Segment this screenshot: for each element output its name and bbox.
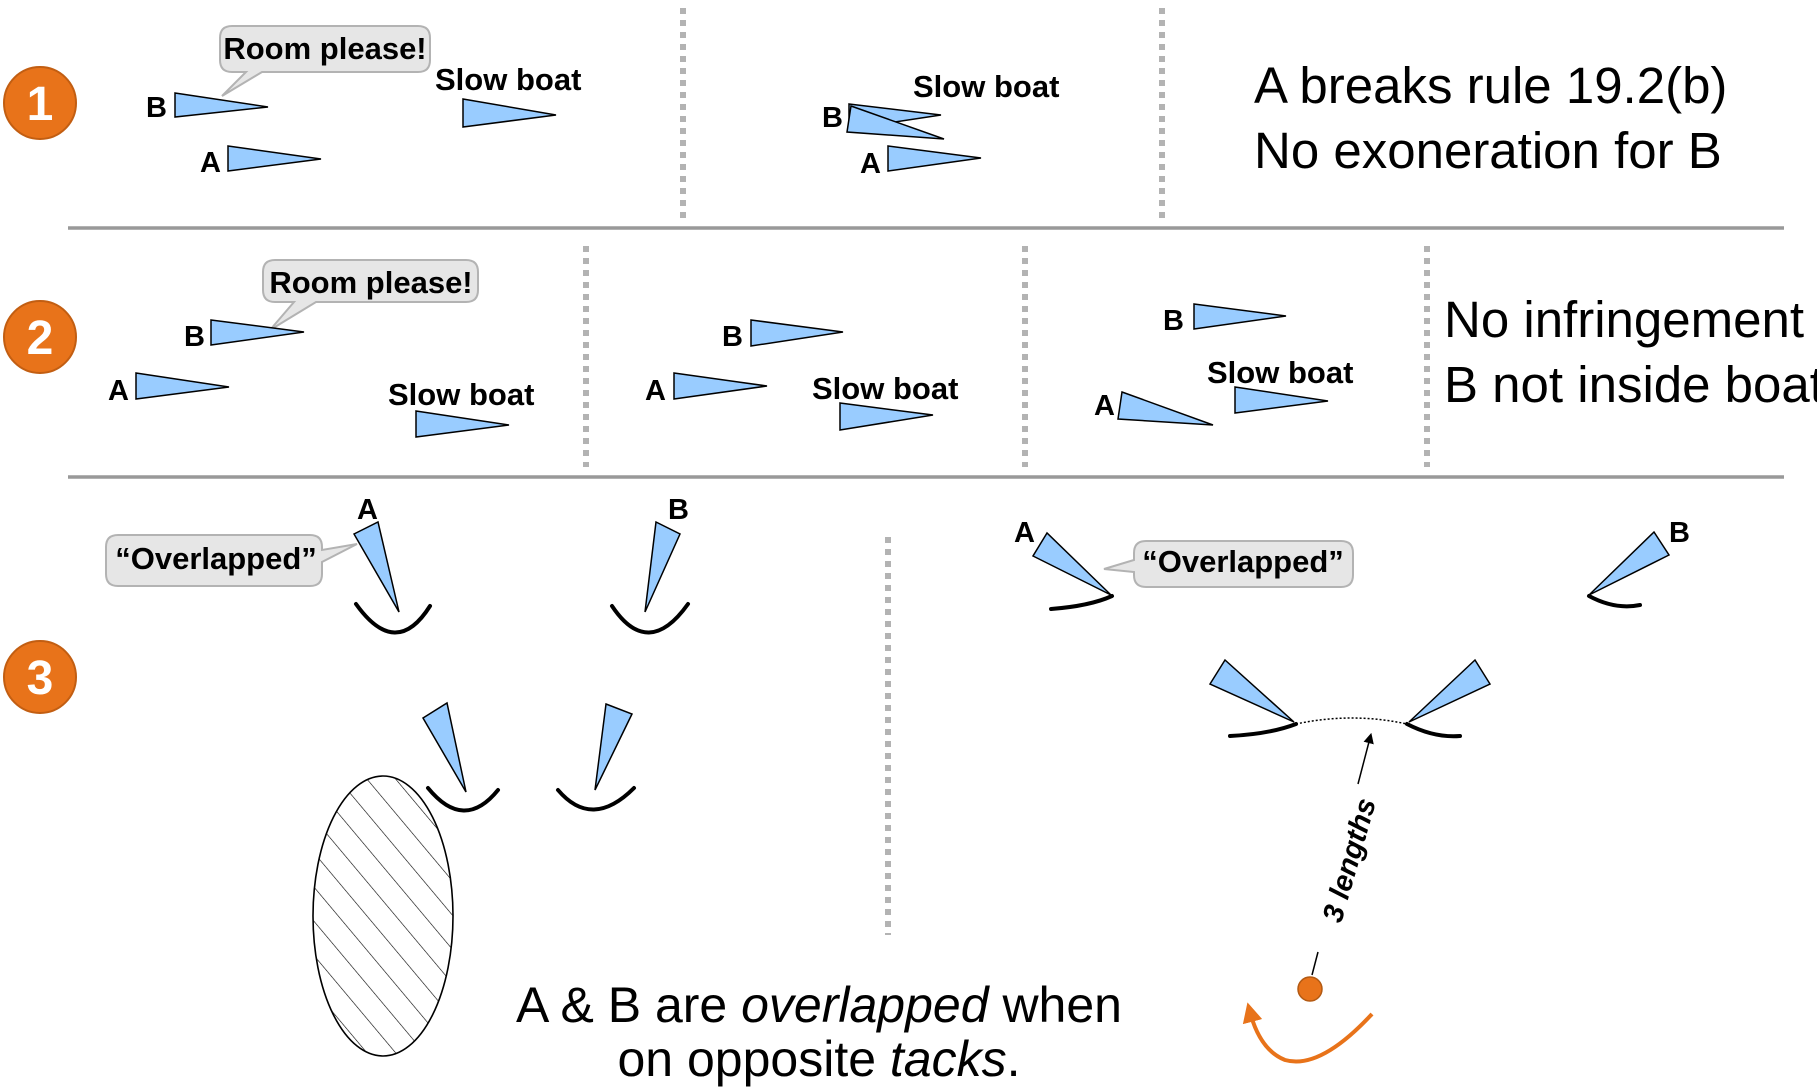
boat-a (1208, 658, 1295, 723)
distance-arrow (1357, 732, 1374, 785)
row2-verdict-line1: No infringement - (1444, 291, 1817, 348)
label-b: B (1163, 305, 1184, 337)
mark (1297, 976, 1323, 1002)
tack-arc (1295, 717, 1408, 725)
boat-a (1031, 531, 1112, 596)
boat-b (174, 92, 269, 118)
boat-b-wake (1405, 722, 1462, 739)
boat-a (135, 372, 230, 400)
slow-boat (462, 98, 557, 128)
row1-bubble: Room please! (219, 25, 431, 97)
boat-b (1408, 658, 1492, 723)
boat-b (594, 702, 634, 791)
distance-leader (1311, 951, 1319, 976)
boat-b (644, 520, 681, 613)
boat-a-wake (1049, 594, 1114, 611)
label-a: A (645, 375, 666, 407)
label-a: A (357, 494, 378, 526)
row1-verdict-line2: No exoneration for B (1254, 122, 1722, 179)
boat-b (210, 319, 305, 346)
svg-text:3: 3 (27, 652, 54, 705)
boat-b (1193, 303, 1287, 330)
step-2-badge: 2 (3, 300, 77, 374)
boat-b (1588, 530, 1671, 596)
boat-b-wake (556, 786, 636, 812)
label-b: B (1669, 517, 1690, 549)
row3-right-bubble: “Overlapped” (1103, 540, 1354, 588)
distance-label: 3 lengths (1317, 795, 1383, 926)
slow-boat-label: Slow boat (812, 371, 958, 406)
svg-text:1: 1 (27, 78, 54, 131)
row2-verdict-line2: B not inside boat (1444, 356, 1817, 413)
boat-b-wake (610, 602, 690, 635)
boat-a (887, 145, 982, 172)
slow-boat-label: Slow boat (388, 377, 534, 412)
svg-text:Room please!: Room please! (223, 31, 426, 66)
label-b: B (668, 494, 689, 526)
boat-a (673, 372, 768, 400)
boat-a-wake (426, 786, 500, 813)
boat-b-wake (1587, 594, 1642, 609)
boat-a (227, 145, 322, 172)
label-a: A (200, 147, 221, 179)
svg-text:“Overlapped”: “Overlapped” (115, 541, 317, 576)
label-a: A (108, 375, 129, 407)
label-a: A (860, 148, 881, 180)
row1-verdict-line1: A breaks rule 19.2(b) (1254, 57, 1727, 114)
slow-boat (415, 410, 510, 438)
boat-a (1117, 390, 1214, 426)
step-1-badge: 1 (3, 66, 77, 140)
boat-a-wake (1228, 722, 1298, 738)
boat-b (846, 104, 945, 140)
boat-a (421, 701, 467, 793)
label-b: B (184, 321, 205, 353)
svg-text:“Overlapped”: “Overlapped” (1142, 544, 1344, 579)
slow-boat-label: Slow boat (435, 62, 581, 97)
label-b: B (146, 92, 167, 124)
slow-boat-label: Slow boat (1207, 355, 1353, 390)
step-3-badge: 3 (3, 640, 77, 714)
rounding-arrow (1242, 1002, 1374, 1064)
obstruction (312, 775, 454, 1057)
caption-line2: on opposite tacks. (617, 1031, 1020, 1087)
label-b: B (822, 102, 843, 134)
svg-text:2: 2 (27, 312, 54, 365)
caption-line1: A & B are overlapped when (516, 977, 1122, 1033)
row2-bubble: Room please! (262, 259, 479, 331)
svg-text:Room please!: Room please! (269, 265, 472, 300)
boat-a-wake (354, 602, 432, 635)
row3-left-bubble: “Overlapped” (105, 534, 358, 587)
boat-a (352, 520, 400, 613)
slow-boat-label: Slow boat (913, 69, 1059, 104)
label-a: A (1014, 517, 1035, 549)
slow-boat (1234, 386, 1329, 414)
label-b: B (722, 321, 743, 353)
boat-b (750, 319, 844, 347)
slow-boat (839, 402, 934, 431)
label-a: A (1094, 390, 1115, 422)
